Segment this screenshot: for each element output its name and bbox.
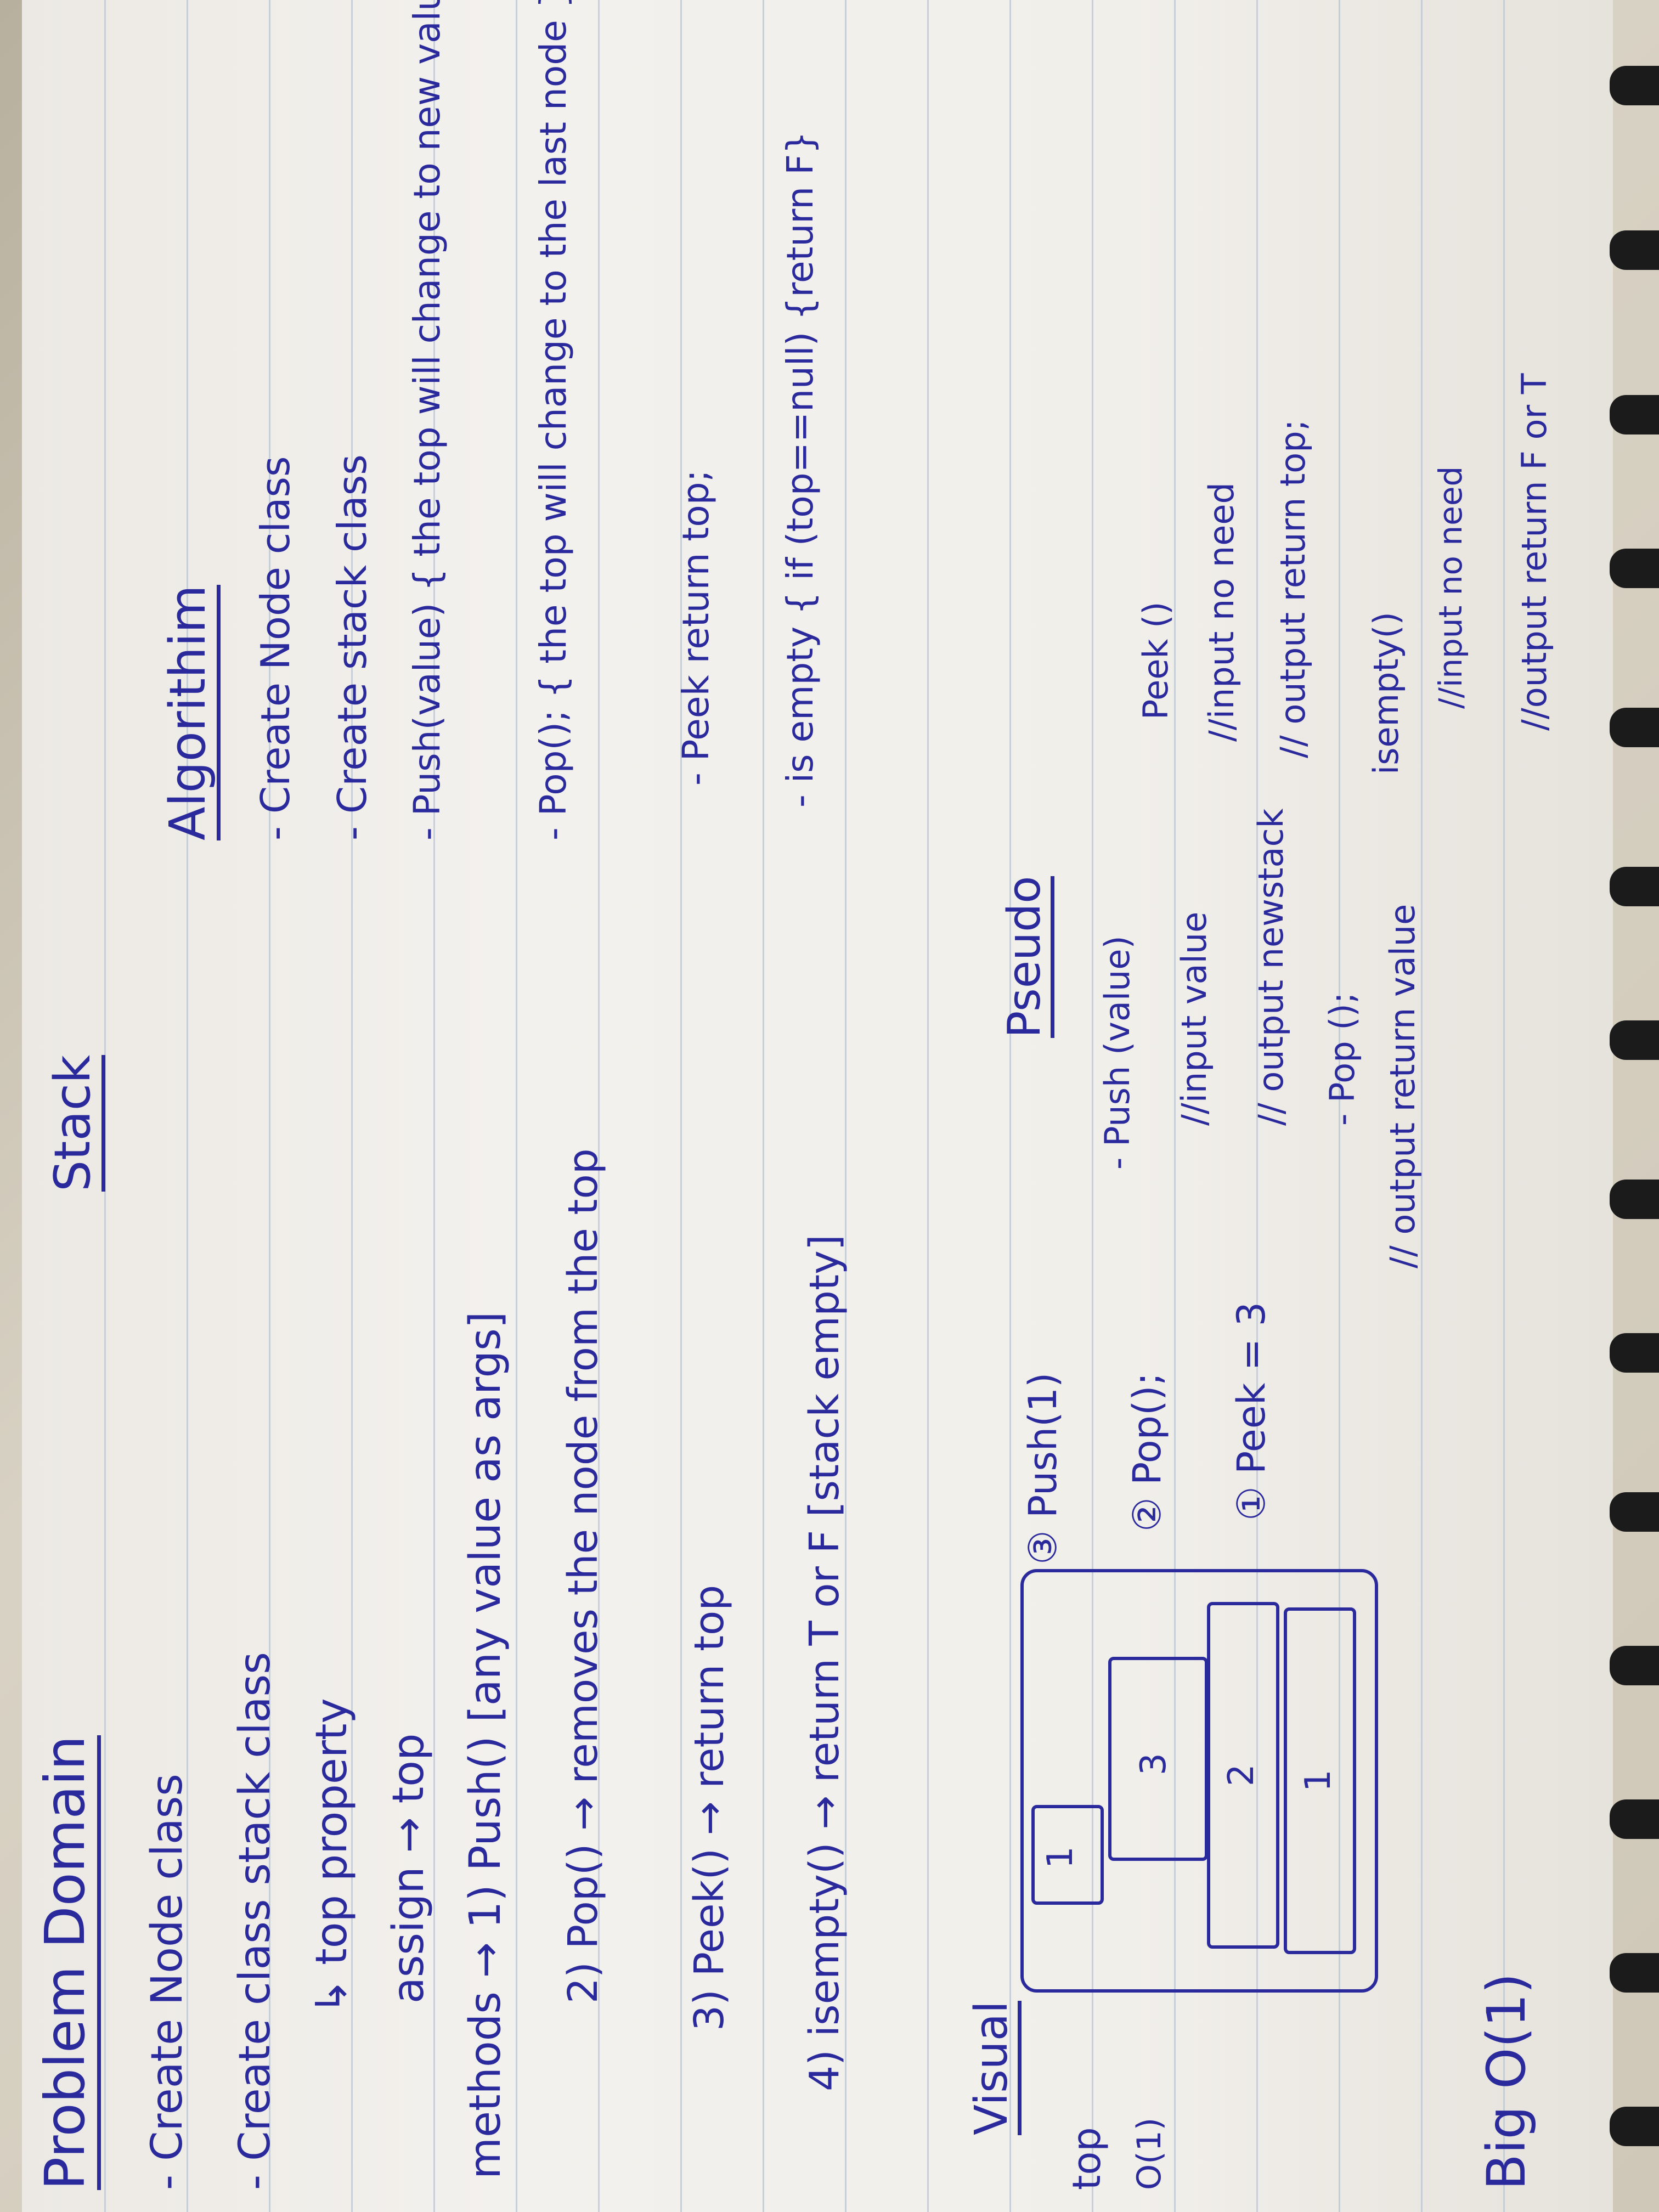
algorithm-line: - is empty { if (top==null) {return F} [779,131,821,808]
ruled-line [927,0,929,2212]
algorithm-line: - Peek return top; [675,470,717,786]
pseudo-line: //output return F or T [1514,373,1554,731]
spiral-binding [1610,549,1659,588]
algorithm-line: - Create Node class [252,456,298,840]
ruled-line [598,0,600,2212]
pseudo-line: Peek () [1136,601,1176,720]
ruled-line [1339,0,1340,2212]
visual-top-label: top [1064,2127,1109,2190]
ruled-line [1421,0,1423,2212]
pseudo-line: // output return top; [1273,419,1313,758]
ruled-line [269,0,270,2212]
spiral-binding [1610,230,1659,270]
stack-container [1020,1569,1378,1993]
pseudo-line: - Push (value) [1097,935,1137,1170]
ruled-line [433,0,435,2212]
spiral-binding [1610,1953,1659,1993]
spiral-binding [1610,1492,1659,1532]
ruled-line [763,0,764,2212]
spiral-binding [1610,1646,1659,1685]
handwritten-notes: Stack Problem Domain - Create Node class… [22,0,1613,2212]
pseudo-heading: Pseudo [998,876,1054,1038]
pseudo-line: isempty() [1366,612,1406,775]
visual-step: ② Pop(); [1125,1372,1170,1532]
spiral-binding [1610,1180,1659,1219]
algorithm-line: - Create stack class [329,454,375,840]
problem-line: methods → 1) Push() [any value as args] [461,1311,510,2179]
ruled-line [516,0,517,2212]
ruled-line [104,0,106,2212]
spiral-binding [1610,395,1659,435]
problem-domain-heading: Problem Domain [33,1735,101,2190]
pseudo-line: // output newstack [1251,808,1291,1126]
problem-line: 4) isempty() → return T or F [stack empt… [801,1234,848,2091]
ruled-line [845,0,847,2212]
spiral-binding [1610,66,1659,105]
big-o-label: Big O(1) [1476,1973,1537,2190]
page-title: Stack [44,1054,105,1192]
spiral-binding [1610,1333,1659,1373]
ruled-line [1092,0,1093,2212]
spiral-binding [1610,1020,1659,1060]
problem-line: 3) Peek() → return top [686,1584,733,2031]
spiral-binding [1610,1799,1659,1839]
ruled-line [1009,0,1011,2212]
pseudo-line: //input no need [1201,482,1242,742]
pseudo-line: // output return value [1383,904,1423,1268]
pseudo-line: - Pop (); [1322,992,1362,1126]
algorithm-heading: Algorithim [159,585,221,840]
problem-line: - Create Node class [143,1774,192,2190]
problem-line: 2) Pop() → removes the node from the top [560,1148,607,2004]
spiral-binding [1610,2107,1659,2146]
problem-line: ↳ top property [307,1698,357,2015]
visual-step: ③ Push(1) [1020,1372,1065,1565]
ruled-line [1503,0,1505,2212]
ruled-line [1256,0,1258,2212]
pseudo-line: //input value [1174,911,1214,1126]
spiral-binding [1610,867,1659,906]
visual-step: ① Peek = 3 [1229,1301,1274,1521]
problem-line: - Create class stack class [230,1652,280,2190]
ruled-line [1174,0,1176,2212]
ruled-line [351,0,353,2212]
ruled-line [680,0,682,2212]
notebook-page: Stack Problem Domain - Create Node class… [22,0,1613,2212]
visual-bigo-side: O(1) [1130,2117,1169,2190]
spiral-binding [1610,708,1659,747]
visual-heading: Visual [966,2001,1022,2135]
algorithm-line: - Push(value) { the top will change to n… [406,0,448,840]
algorithm-line: - Pop(); { the top will change to the la… [532,0,574,840]
problem-line: assign → top [384,1733,433,2004]
pseudo-line: //input no need [1432,466,1469,709]
ruled-line [187,0,188,2212]
